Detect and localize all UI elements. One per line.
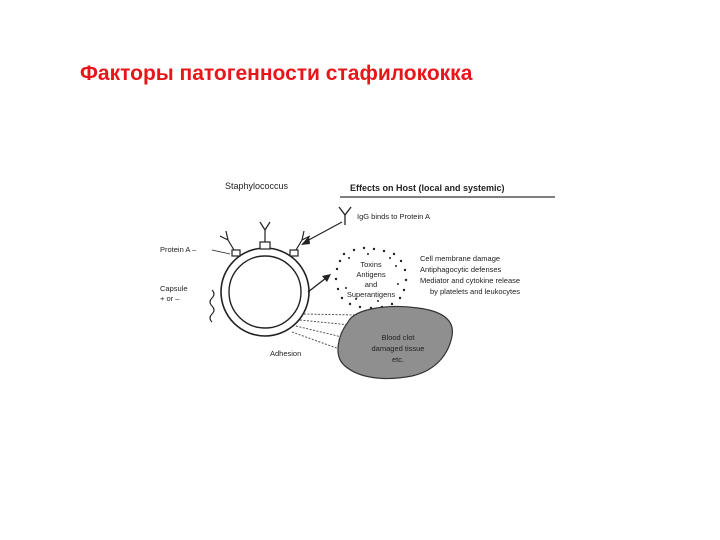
igg-arrow xyxy=(304,221,343,243)
adhesion-label: Adhesion xyxy=(270,349,301,358)
adhesin-fibrils xyxy=(291,313,356,351)
clot-label-line3: etc. xyxy=(392,355,404,364)
bacterium-inner-membrane xyxy=(228,255,302,329)
secreted-label-line2: Antigens xyxy=(356,270,385,279)
effect-mediator-release: Mediator and cytokine release xyxy=(420,276,520,285)
protein-a-pointer xyxy=(211,249,231,255)
effect-membrane-damage: Cell membrane damage xyxy=(420,254,500,263)
effect-platelets-leukocytes: by platelets and leukocytes xyxy=(430,287,520,296)
bacterium-outer-wall xyxy=(220,247,310,337)
secreted-label-line4: Superantigens xyxy=(347,290,396,299)
igg-arrowhead xyxy=(301,236,310,245)
capsule-label-line2: + or – xyxy=(160,294,180,303)
clot-label-line1: Blood clot xyxy=(382,333,416,342)
protein-a-box xyxy=(259,241,271,250)
secretion-arrow xyxy=(307,277,327,293)
capsule-wavy-edge xyxy=(209,289,215,323)
blood-clot-blob xyxy=(337,305,453,380)
effects-label: Effects on Host (local and systemic) xyxy=(350,183,505,193)
bacterium-label: Staphylococcus xyxy=(225,181,289,191)
igg-label: IgG binds to Protein A xyxy=(357,212,430,221)
secretion-arrowhead xyxy=(322,274,331,282)
secreted-label-line1: Toxins xyxy=(360,260,382,269)
protein-a-label: Protein A – xyxy=(160,245,197,254)
bound-antibody-top-icon xyxy=(259,221,271,242)
bound-antibody-left-icon xyxy=(219,230,241,257)
staphylococcus-pathogenicity-diagram: Staphylococcus Effects on Host (local an… xyxy=(160,181,555,380)
capsule-label-line1: Capsule xyxy=(160,284,188,293)
secreted-label-line3: and xyxy=(365,280,378,289)
secreted-factors-cloud xyxy=(334,246,408,310)
bound-antibody-right-icon xyxy=(289,230,311,257)
slide-title: Факторы патогенности стафилококка xyxy=(80,62,473,85)
clot-label-line2: damaged tissue xyxy=(372,344,425,353)
effect-antiphagocytic: Antiphagocytic defenses xyxy=(420,265,502,274)
igg-antibody-icon xyxy=(338,206,352,225)
